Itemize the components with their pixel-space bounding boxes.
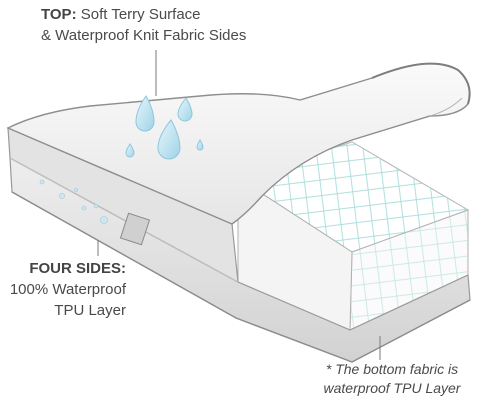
protector-bottom-band <box>9 156 471 363</box>
bottom-note-line1: * The bottom fabric is <box>325 361 459 377</box>
sides-callout-line2: TPU Layer <box>54 302 126 319</box>
bottom-note-line2: waterproof TPU Layer <box>323 380 461 396</box>
water-droplets <box>125 95 204 160</box>
mattress <box>236 141 470 331</box>
sides-callout-label: FOUR SIDES: <box>29 260 126 277</box>
top-callout-label: TOP: <box>41 6 77 23</box>
protector-top-surface <box>6 62 471 225</box>
top-callout: TOP: Soft Terry Surface & Waterproof Kni… <box>41 4 246 46</box>
top-callout-line1: TOP: Soft Terry Surface <box>41 4 246 25</box>
sides-callout: FOUR SIDES: 100% Waterproof TPU Layer <box>8 258 126 321</box>
top-callout-text1: Soft Terry Surface <box>80 6 201 23</box>
leader-lines <box>97 50 381 360</box>
side-droplets <box>39 179 108 224</box>
top-callout-line2: & Waterproof Knit Fabric Sides <box>41 27 247 44</box>
fabric-swatch-tag <box>119 212 151 246</box>
sides-callout-line1: 100% Waterproof <box>9 281 126 298</box>
bottom-note: * The bottom fabric is waterproof TPU La… <box>302 360 482 398</box>
